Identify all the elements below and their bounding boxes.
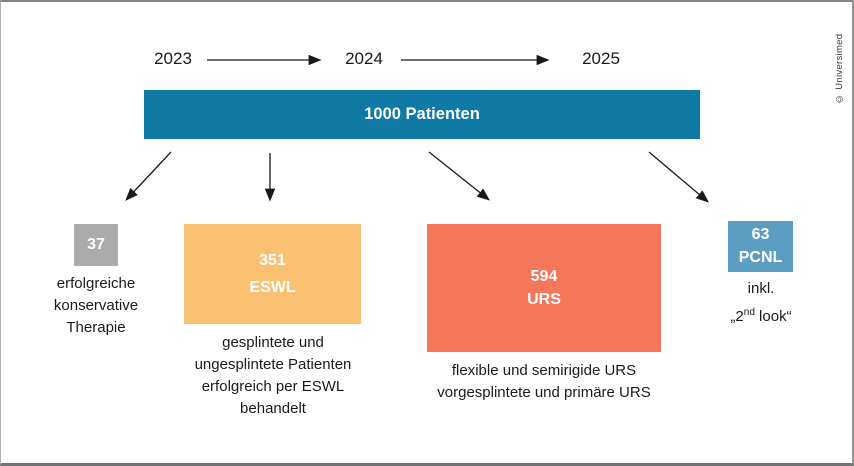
caption-line: erfolgreich per ESWL [201,378,345,395]
node-code: PCNL [738,248,783,266]
node-box-urs: 594 URS [427,224,661,352]
caption-line: behandelt [240,400,306,417]
node-box-eswl: 351 ESWL [184,224,361,324]
copyright-label: © Universimed [834,33,845,104]
arrow-1000-to-pcnl-icon [648,151,709,203]
caption-eswl: gesplintete und ungesplintete Patienten … [158,332,388,420]
caption-line: ungesplintete Patienten [194,356,352,373]
timeline-year-2025: 2025 [582,49,620,68]
arrow-1000-to-urs-icon [428,151,491,201]
node-code: URS [527,291,561,308]
arrow-1000-to-konservativ-icon [125,151,172,201]
caption-line: flexible und semirigide URS [451,362,637,379]
caption-line: inkl. [747,280,775,297]
timeline-year-2024: 2024 [345,49,383,68]
superscript-nd: nd [743,307,755,318]
caption-line: konservative [53,297,139,314]
node-box-pcnl: 63 PCNL [728,221,793,272]
root-node-1000-patienten: 1000 Patienten [144,90,700,139]
node-value: 37 [87,235,105,253]
node-value: 63 [751,226,770,244]
caption-line: erfolgreiche [56,275,136,292]
node-box-konservativ: 37 [74,224,118,266]
timeline-year-2023: 2023 [154,49,192,68]
node-code: ESWL [249,279,296,296]
caption-line: Therapie [66,319,126,336]
caption-pcnl: inkl. „2nd look“ [706,277,816,329]
caption-line: gesplintete und [222,334,324,351]
caption-urs: flexible und semirigide URS vorgesplinte… [399,360,689,404]
root-node-label: 1000 Patienten [364,105,480,123]
caption-line: „2nd look“ [730,307,792,325]
caption-konservativ: erfolgreiche konservative Therapie [26,273,166,339]
caption-line: vorgesplintete und primäre URS [437,384,651,401]
node-value: 351 [259,251,286,269]
node-value: 594 [530,267,558,285]
